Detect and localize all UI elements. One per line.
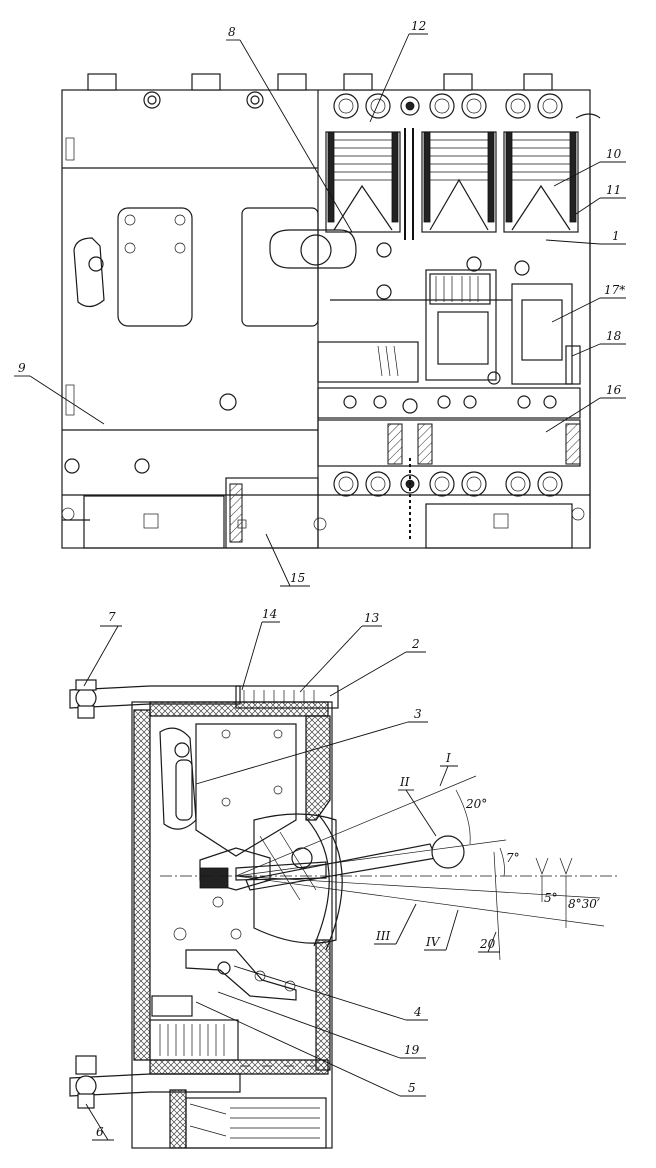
callout-16: 16	[606, 383, 622, 397]
side-callouts: 7 14 13 2 3 4 19 5 6 20 I II	[83, 607, 600, 1141]
callout-18: 18	[606, 329, 622, 343]
callout-5: 5	[408, 1081, 416, 1095]
callout-19: 19	[404, 1043, 420, 1057]
callout-14: 14	[262, 607, 277, 621]
position-label-4: IV	[425, 935, 441, 949]
coil-blocks	[387, 423, 581, 465]
top-callouts: 8 12 10 11 1 17* 18 16 9 15	[14, 19, 626, 587]
angle-20: 20°	[465, 797, 487, 811]
callout-10: 10	[606, 147, 622, 161]
callout-7: 7	[108, 610, 116, 624]
top-terminals	[87, 73, 553, 91]
callout-6: 6	[96, 1125, 104, 1139]
position-label-1: I	[445, 751, 451, 765]
side-view	[69, 679, 620, 1149]
callout-15: 15	[290, 571, 305, 585]
callout-9: 9	[18, 361, 26, 375]
bottom-screw-row	[333, 471, 563, 497]
callout-2: 2	[411, 637, 420, 651]
top-view	[61, 73, 601, 549]
callout-20: 20	[479, 937, 496, 951]
top-screw-row	[333, 93, 563, 119]
callout-8: 8	[228, 25, 236, 39]
callout-11: 11	[606, 183, 621, 197]
angle-8-30: 8°30′	[568, 897, 600, 911]
angle-7: 7°	[506, 851, 520, 865]
callout-1: 1	[612, 229, 620, 243]
callout-17: 17*	[604, 283, 625, 297]
arc-chutes	[325, 128, 579, 240]
callout-12: 12	[411, 19, 426, 33]
callout-4: 4	[413, 1005, 422, 1019]
callout-13: 13	[364, 611, 380, 625]
position-label-2: II	[399, 775, 410, 789]
contact-screws	[343, 395, 557, 409]
callout-3: 3	[414, 707, 422, 721]
angle-5: 5°	[544, 891, 558, 905]
position-label-3: III	[375, 929, 390, 943]
